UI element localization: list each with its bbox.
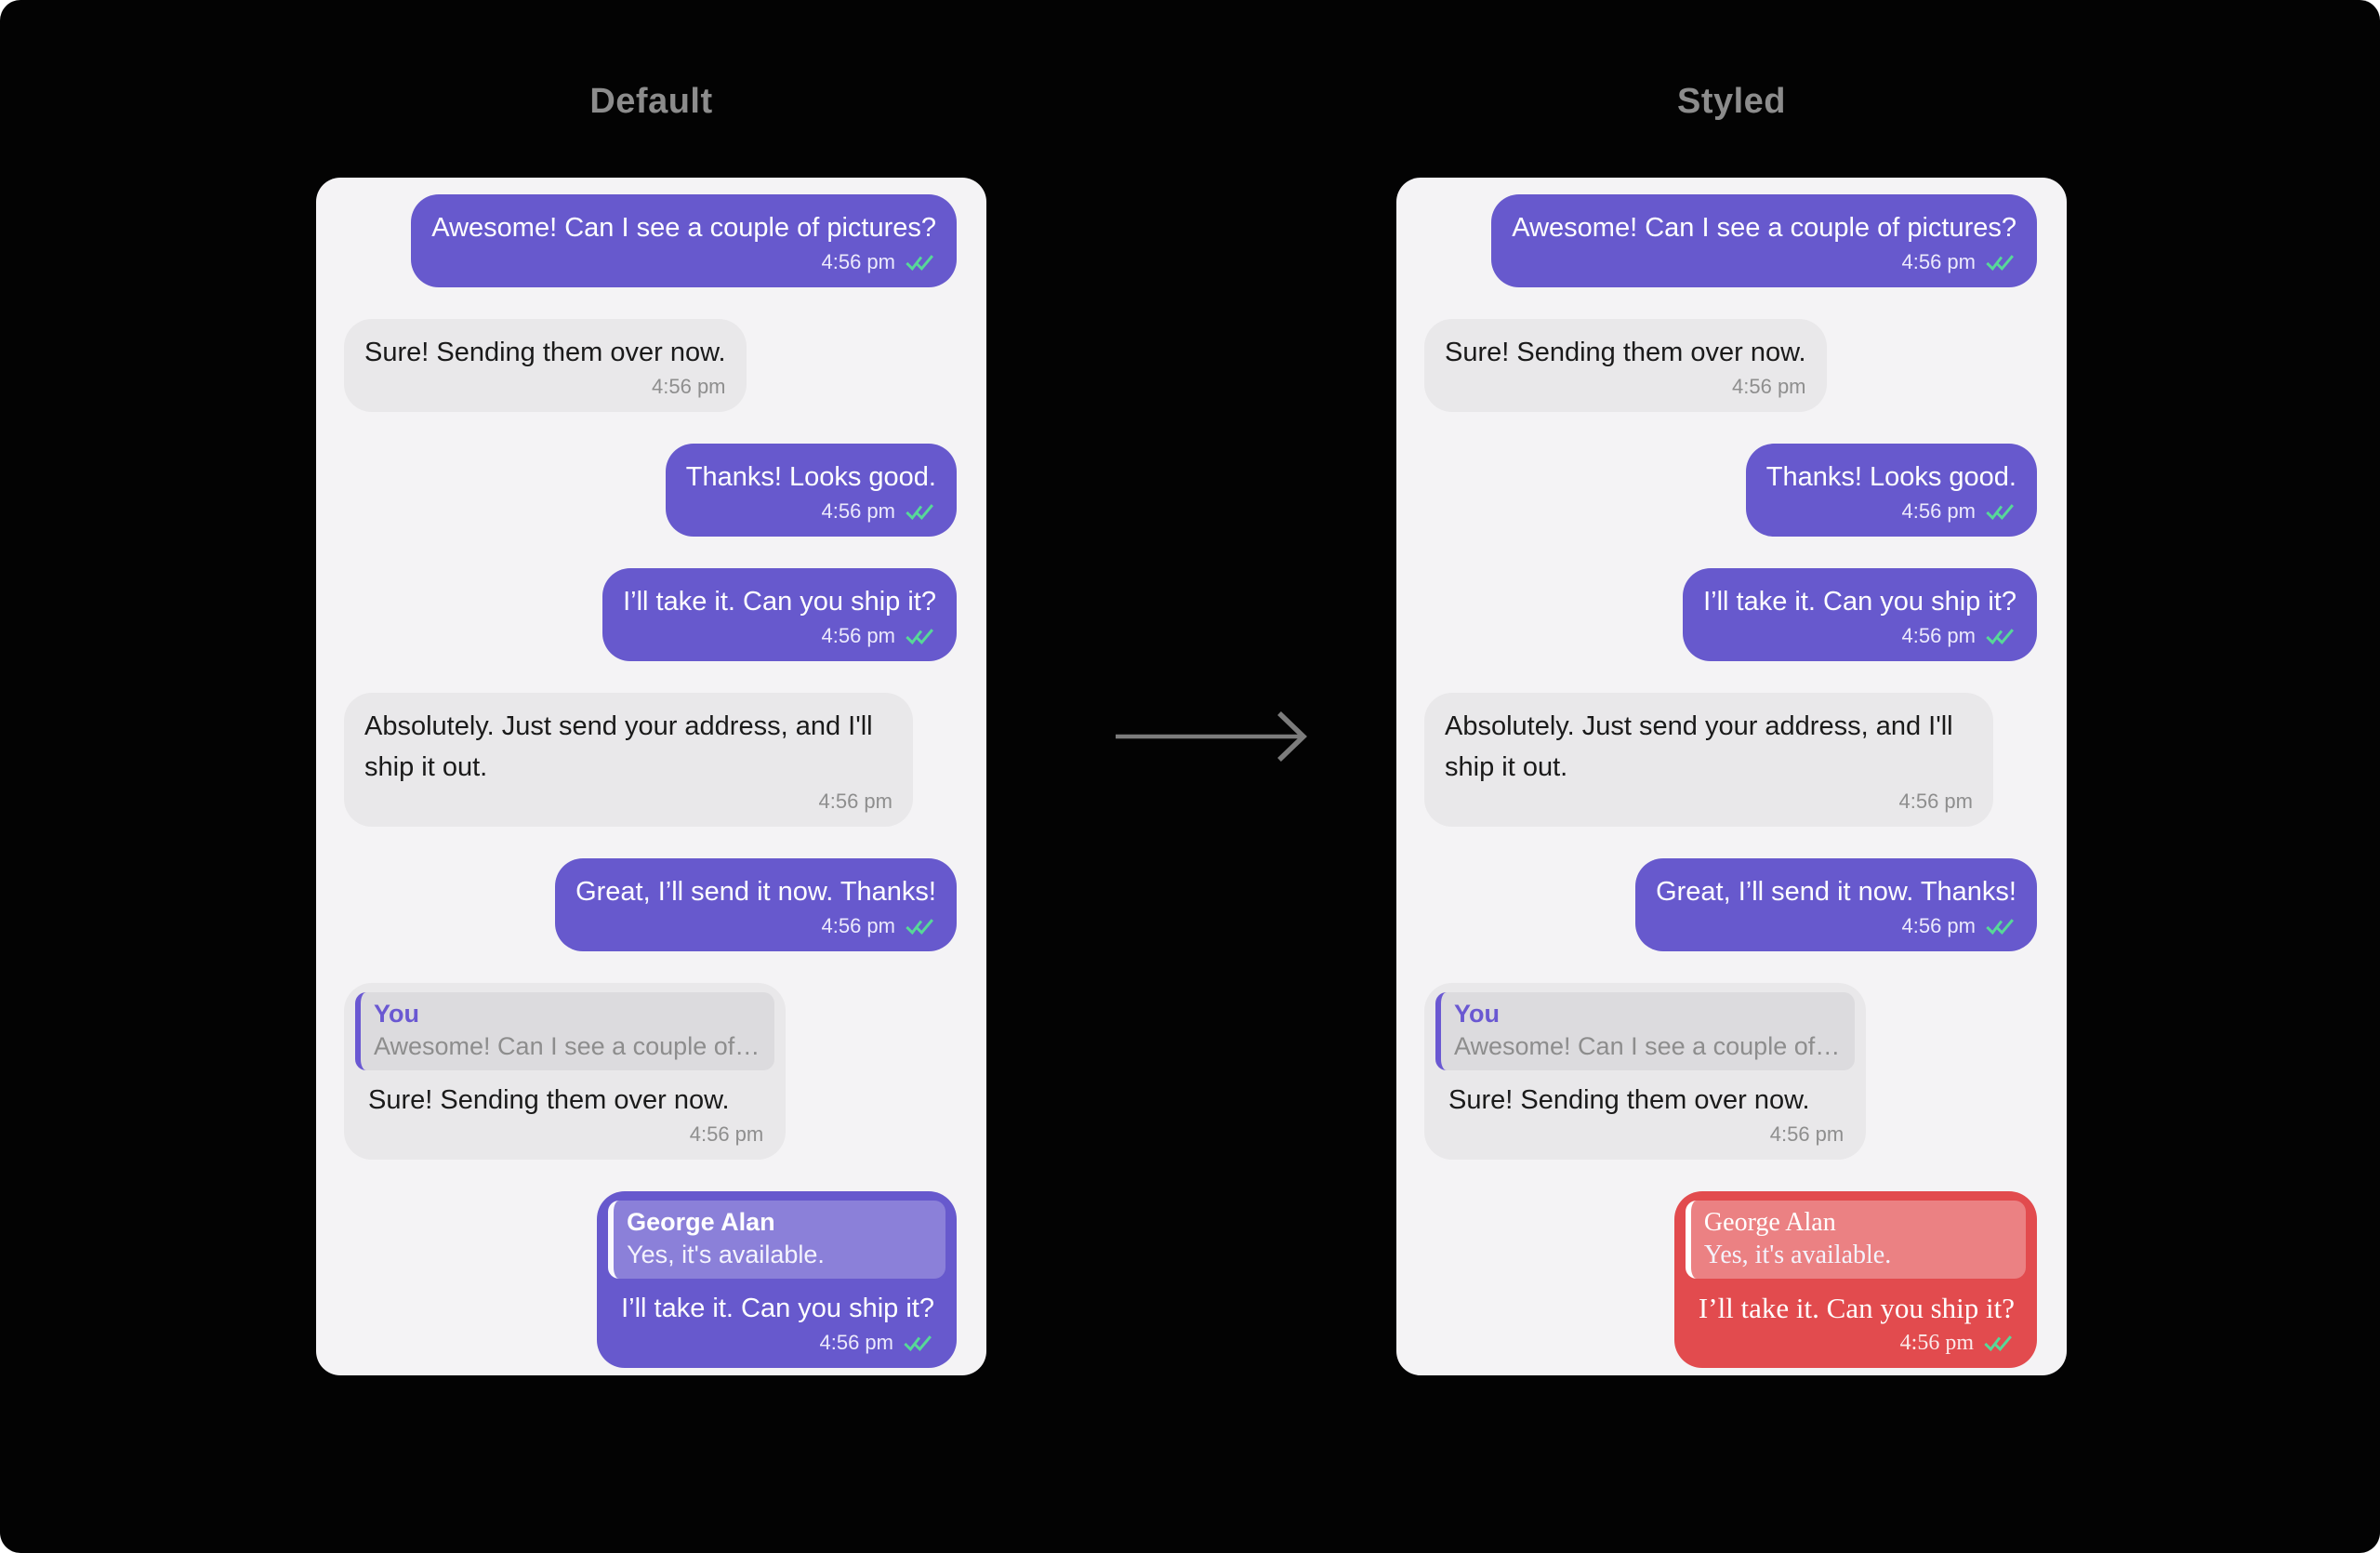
message-text: Awesome! Can I see a couple of pictures? — [431, 213, 936, 243]
message-bubble-incoming[interactable]: Sure! Sending them over now. 4:56 pm — [1424, 319, 1827, 412]
message-meta: 4:56 pm — [1435, 1121, 1844, 1148]
message-time: 4:56 pm — [821, 624, 896, 647]
message-bubble-outgoing[interactable]: Thanks! Looks good. 4:56 pm — [1745, 444, 2037, 537]
message-meta: 4:56 pm — [1512, 248, 2016, 276]
double-check-icon — [1986, 255, 2014, 272]
double-check-icon — [906, 255, 933, 272]
message-text: Sure! Sending them over now. — [364, 338, 726, 367]
column-styled: Styled Awesome! Can I see a couple of pi… — [1396, 0, 2067, 1553]
double-check-icon — [906, 504, 933, 521]
message-meta: 4:56 pm — [575, 912, 936, 940]
double-check-icon — [1986, 919, 2014, 936]
message-bubble-outgoing[interactable]: Great, I’ll send it now. Thanks! 4:56 pm — [555, 858, 957, 951]
reply-quote[interactable]: George Alan Yes, it's available. — [608, 1201, 945, 1279]
message-text: Great, I’ll send it now. Thanks! — [575, 877, 936, 907]
reply-quote[interactable]: You Awesome! Can I see a couple of… — [1435, 992, 1856, 1070]
reply-author: George Alan — [1703, 1208, 1836, 1237]
message-text: Absolutely. Just send your address, and … — [364, 711, 873, 782]
message-text: Great, I’ll send it now. Thanks! — [1656, 877, 2016, 907]
message-time: 4:56 pm — [1901, 250, 1977, 273]
message-bubble-outgoing[interactable]: I’ll take it. Can you ship it? 4:56 pm — [602, 568, 957, 661]
message-bubble-outgoing-styled[interactable]: George Alan Yes, it's available. I’ll ta… — [1673, 1191, 2037, 1368]
reply-author: You — [1454, 1000, 1500, 1028]
message-time: 4:56 pm — [1901, 624, 1977, 647]
message-text: Sure! Sending them over now. — [368, 1085, 730, 1115]
message-text: Thanks! Looks good. — [685, 462, 936, 492]
message-text: I’ll take it. Can you ship it? — [621, 1294, 934, 1323]
reply-text: Awesome! Can I see a couple of… — [374, 1032, 760, 1060]
message-time: 4:56 pm — [1898, 790, 1974, 813]
message-meta: 4:56 pm — [686, 498, 936, 525]
message-meta: 4:56 pm — [1703, 622, 2016, 650]
reply-quote[interactable]: You Awesome! Can I see a couple of… — [355, 992, 775, 1070]
message-meta: 4:56 pm — [364, 373, 726, 401]
message-bubble-incoming[interactable]: Absolutely. Just send your address, and … — [1424, 693, 1993, 827]
right-arrow-icon — [1116, 711, 1307, 762]
message-time: 4:56 pm — [819, 1331, 894, 1354]
message-bubble-incoming[interactable]: Absolutely. Just send your address, and … — [344, 693, 913, 827]
column-default: Default Awesome! Can I see a couple of p… — [316, 0, 986, 1553]
message-meta: 4:56 pm — [1445, 373, 1806, 401]
panel-title-styled: Styled — [1676, 82, 1787, 121]
panel-title-default: Default — [589, 82, 713, 121]
message-time: 4:56 pm — [821, 914, 896, 937]
chat-panel-default: Awesome! Can I see a couple of pictures?… — [316, 178, 986, 1375]
message-bubble-outgoing[interactable]: I’ll take it. Can you ship it? 4:56 pm — [1683, 568, 2037, 661]
message-meta: 4:56 pm — [431, 248, 936, 276]
double-check-icon — [906, 919, 933, 936]
message-bubble-outgoing[interactable]: Great, I’ll send it now. Thanks! 4:56 pm — [1635, 858, 2037, 951]
message-bubble-incoming[interactable]: Sure! Sending them over now. 4:56 pm — [344, 319, 747, 412]
message-time: 4:56 pm — [1732, 375, 1806, 398]
message-time: 4:56 pm — [689, 1122, 764, 1146]
message-bubble-outgoing[interactable]: Awesome! Can I see a couple of pictures?… — [1491, 194, 2037, 287]
transform-arrow — [1112, 685, 1316, 788]
message-time: 4:56 pm — [1899, 1331, 1974, 1355]
message-bubble-outgoing[interactable]: George Alan Yes, it's available. I’ll ta… — [597, 1191, 957, 1368]
message-meta: 4:56 pm — [1686, 1329, 2015, 1357]
reply-author: You — [374, 1000, 419, 1028]
message-text: Sure! Sending them over now. — [1448, 1085, 1810, 1115]
message-time: 4:56 pm — [818, 790, 893, 813]
reply-quote[interactable]: George Alan Yes, it's available. — [1685, 1201, 2026, 1279]
message-text: Awesome! Can I see a couple of pictures? — [1512, 213, 2016, 243]
message-time: 4:56 pm — [821, 250, 896, 273]
double-check-icon — [906, 629, 933, 645]
message-bubble-incoming[interactable]: You Awesome! Can I see a couple of… Sure… — [344, 983, 787, 1160]
message-meta: 4:56 pm — [1445, 788, 1974, 816]
message-time: 4:56 pm — [1901, 499, 1977, 523]
message-meta: 4:56 pm — [364, 788, 893, 816]
message-bubble-outgoing[interactable]: Thanks! Looks good. 4:56 pm — [665, 444, 957, 537]
message-text: Absolutely. Just send your address, and … — [1445, 711, 1953, 782]
message-meta: 4:56 pm — [1766, 498, 2016, 525]
double-check-icon — [1986, 504, 2014, 521]
reply-text: Yes, it's available. — [627, 1241, 825, 1268]
message-meta: 4:56 pm — [623, 622, 936, 650]
double-check-icon — [904, 1335, 932, 1352]
message-text: I’ll take it. Can you ship it? — [1698, 1292, 2015, 1324]
message-time: 4:56 pm — [1769, 1122, 1844, 1146]
message-time: 4:56 pm — [821, 499, 896, 523]
reply-text: Awesome! Can I see a couple of… — [1454, 1032, 1841, 1060]
message-meta: 4:56 pm — [608, 1329, 934, 1357]
double-check-icon — [1986, 629, 2014, 645]
message-bubble-incoming[interactable]: You Awesome! Can I see a couple of… Sure… — [1424, 983, 1867, 1160]
chat-panel-styled: Awesome! Can I see a couple of pictures?… — [1396, 178, 2067, 1375]
message-text: I’ll take it. Can you ship it? — [1703, 587, 2016, 617]
message-meta: 4:56 pm — [1656, 912, 2016, 940]
reply-author: George Alan — [627, 1208, 775, 1236]
message-meta: 4:56 pm — [355, 1121, 764, 1148]
message-text: I’ll take it. Can you ship it? — [623, 587, 936, 617]
message-time: 4:56 pm — [652, 375, 726, 398]
reply-text: Yes, it's available. — [1703, 1241, 1892, 1269]
message-time: 4:56 pm — [1901, 914, 1977, 937]
message-text: Sure! Sending them over now. — [1445, 338, 1806, 367]
double-check-icon — [1984, 1335, 2012, 1352]
message-bubble-outgoing[interactable]: Awesome! Can I see a couple of pictures?… — [411, 194, 957, 287]
message-text: Thanks! Looks good. — [1765, 462, 2016, 492]
